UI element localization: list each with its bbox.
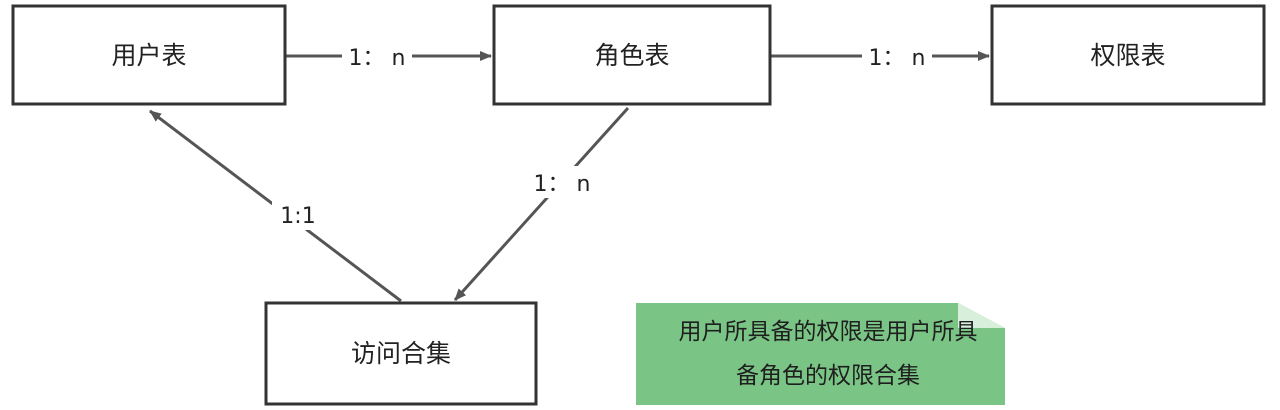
node-role-table[interactable]: 角色表 — [492, 4, 772, 106]
node-access-set-label: 访问合集 — [351, 339, 451, 368]
edge-user-to-role: 1： n — [286, 40, 492, 72]
edge-access-to-user-label: 1:1 — [280, 204, 315, 229]
edge-user-to-role-label: 1： n — [349, 46, 406, 71]
edge-role-to-permission: 1： n — [771, 40, 990, 72]
node-user-table-label: 用户表 — [111, 41, 186, 70]
node-permission-table-box[interactable] — [990, 4, 1266, 106]
note-card-body — [636, 303, 1005, 405]
edge-access-to-user: 1:1 — [149, 109, 402, 303]
edge-access-to-user-label-bg — [272, 198, 324, 230]
note-text-line-2: 备角色的权限合集 — [736, 363, 920, 389]
edge-user-to-role-label-bg — [342, 40, 412, 72]
node-role-table-label: 角色表 — [594, 41, 669, 70]
note-card-fold-corner — [958, 303, 1005, 328]
edge-role-to-access-line — [453, 106, 630, 302]
edge-role-to-access-label: 1： n — [534, 172, 591, 197]
node-permission-table-label: 权限表 — [1090, 41, 1165, 70]
node-access-set[interactable]: 访问合集 — [264, 301, 538, 406]
edge-role-to-access-label-bg — [527, 166, 597, 198]
edge-role-to-access: 1： n — [453, 106, 630, 302]
edge-role-to-permission-label: 1： n — [869, 46, 926, 71]
note-card: 用户所具备的权限是用户所具 备角色的权限合集 — [636, 303, 1005, 405]
node-permission-table[interactable]: 权限表 — [990, 4, 1266, 106]
node-access-set-box[interactable] — [264, 301, 538, 406]
node-user-table[interactable]: 用户表 — [11, 4, 287, 106]
node-user-table-box[interactable] — [11, 4, 287, 106]
edge-role-to-permission-label-bg — [862, 40, 932, 72]
node-role-table-box[interactable] — [492, 4, 772, 106]
note-text-line-1: 用户所具备的权限是用户所具 — [679, 319, 978, 345]
